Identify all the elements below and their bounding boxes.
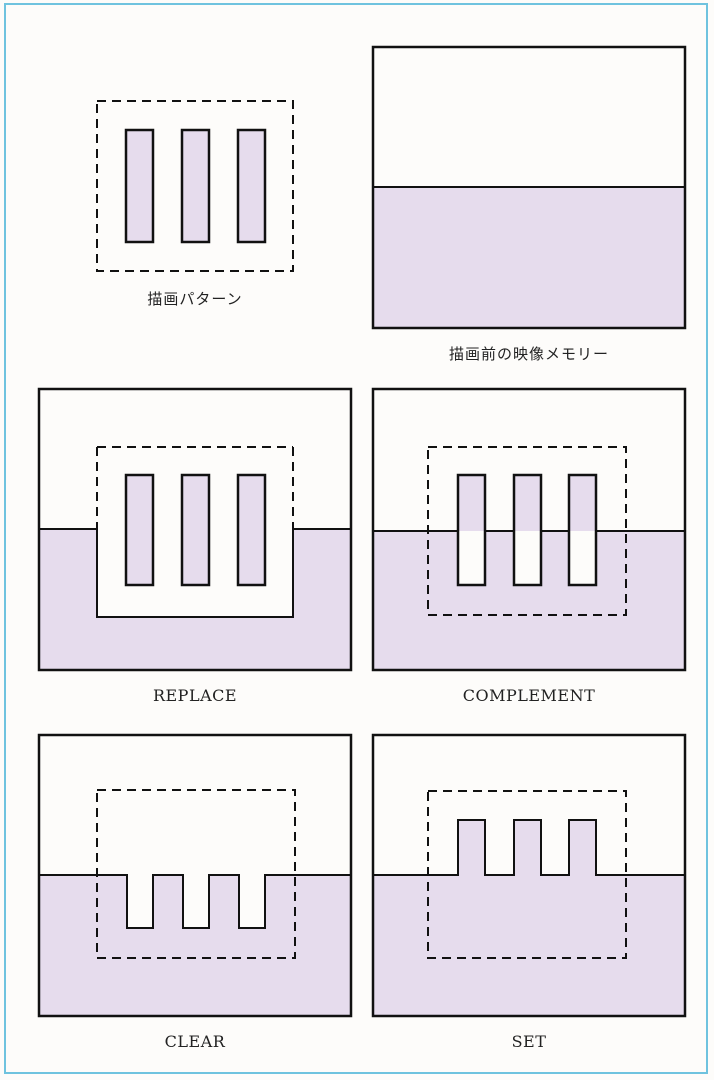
clear-frame — [37, 733, 353, 1018]
memory-before-figure — [371, 45, 687, 330]
replace-caption: REPLACE — [152, 686, 238, 705]
complement-bar-1-lower — [458, 531, 485, 585]
complement-bar-3-outline — [567, 473, 598, 587]
set-lower-fill — [373, 875, 685, 1016]
clear-notch-3 — [239, 875, 265, 928]
complement-figure — [371, 387, 687, 672]
complement-bar-2-outline — [512, 473, 543, 587]
complement-bar-3-upper — [569, 475, 596, 531]
complement-bar-2-upper — [514, 475, 541, 531]
memory-before-frame — [371, 45, 687, 330]
before-memory-caption: 描画前の映像メモリー — [448, 345, 609, 363]
clear-divider — [39, 874, 351, 929]
complement-dashed-frame — [427, 446, 627, 616]
set-figure — [371, 733, 687, 1018]
memory-before-lower-fill — [373, 187, 685, 328]
replace-bar-2 — [180, 473, 211, 587]
set-caption: SET — [511, 1032, 547, 1051]
pattern-bar-1 — [124, 128, 155, 244]
set-divider — [373, 819, 685, 876]
clear-caption: CLEAR — [164, 1032, 226, 1051]
pattern-caption: 描画パターン — [147, 290, 243, 308]
complement-bar-2-lower — [514, 531, 541, 585]
clear-figure — [37, 733, 353, 1018]
complement-frame — [371, 387, 687, 672]
clear-dashed-frame — [96, 789, 296, 959]
complement-caption: COMPLEMENT — [462, 686, 596, 705]
replace-bar-1 — [124, 473, 155, 587]
pattern-figure — [96, 100, 294, 272]
complement-bar-1-outline — [456, 473, 487, 587]
pattern-bar-3 — [236, 128, 267, 244]
replace-bar-3 — [236, 473, 267, 587]
replace-figure — [37, 387, 353, 672]
set-dashed-frame — [427, 790, 627, 959]
page-border — [4, 3, 708, 1074]
set-tab-3 — [569, 820, 596, 876]
pattern-bar-2 — [180, 128, 211, 244]
complement-bar-1-upper — [458, 475, 485, 531]
set-frame — [371, 733, 687, 1018]
clear-notch-2 — [183, 875, 209, 928]
set-tab-1 — [458, 820, 485, 876]
pattern-dashed-frame — [96, 100, 294, 272]
replace-frame — [37, 387, 353, 672]
set-tab-2 — [514, 820, 541, 876]
replace-divider — [39, 528, 351, 618]
clear-notch-1 — [127, 875, 153, 928]
complement-bar-3-lower — [569, 531, 596, 585]
